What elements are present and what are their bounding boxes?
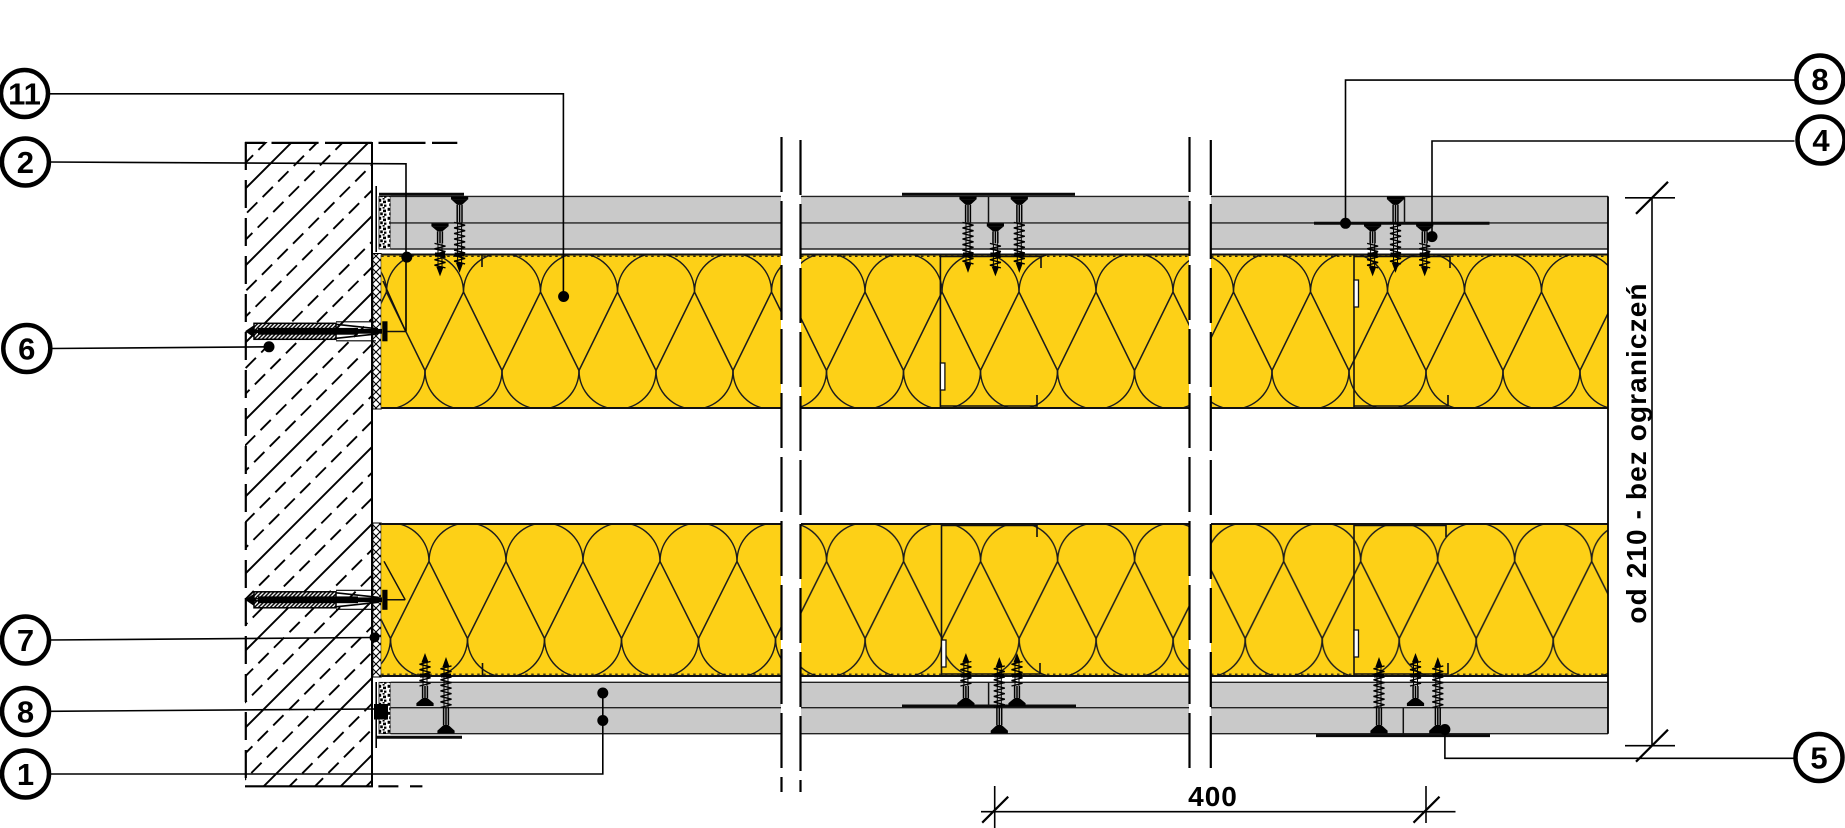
svg-text:1: 1 [17,757,34,792]
svg-text:11: 11 [8,77,41,112]
svg-text:400: 400 [1188,781,1238,812]
svg-text:5: 5 [1810,741,1827,776]
svg-text:4: 4 [1812,123,1830,158]
svg-text:od 210 - bez ograniczeń: od 210 - bez ograniczeń [1621,282,1652,623]
svg-text:6: 6 [18,332,35,367]
svg-text:2: 2 [17,145,34,180]
svg-text:7: 7 [17,623,34,658]
svg-text:8: 8 [17,695,34,730]
svg-text:8: 8 [1811,62,1828,97]
